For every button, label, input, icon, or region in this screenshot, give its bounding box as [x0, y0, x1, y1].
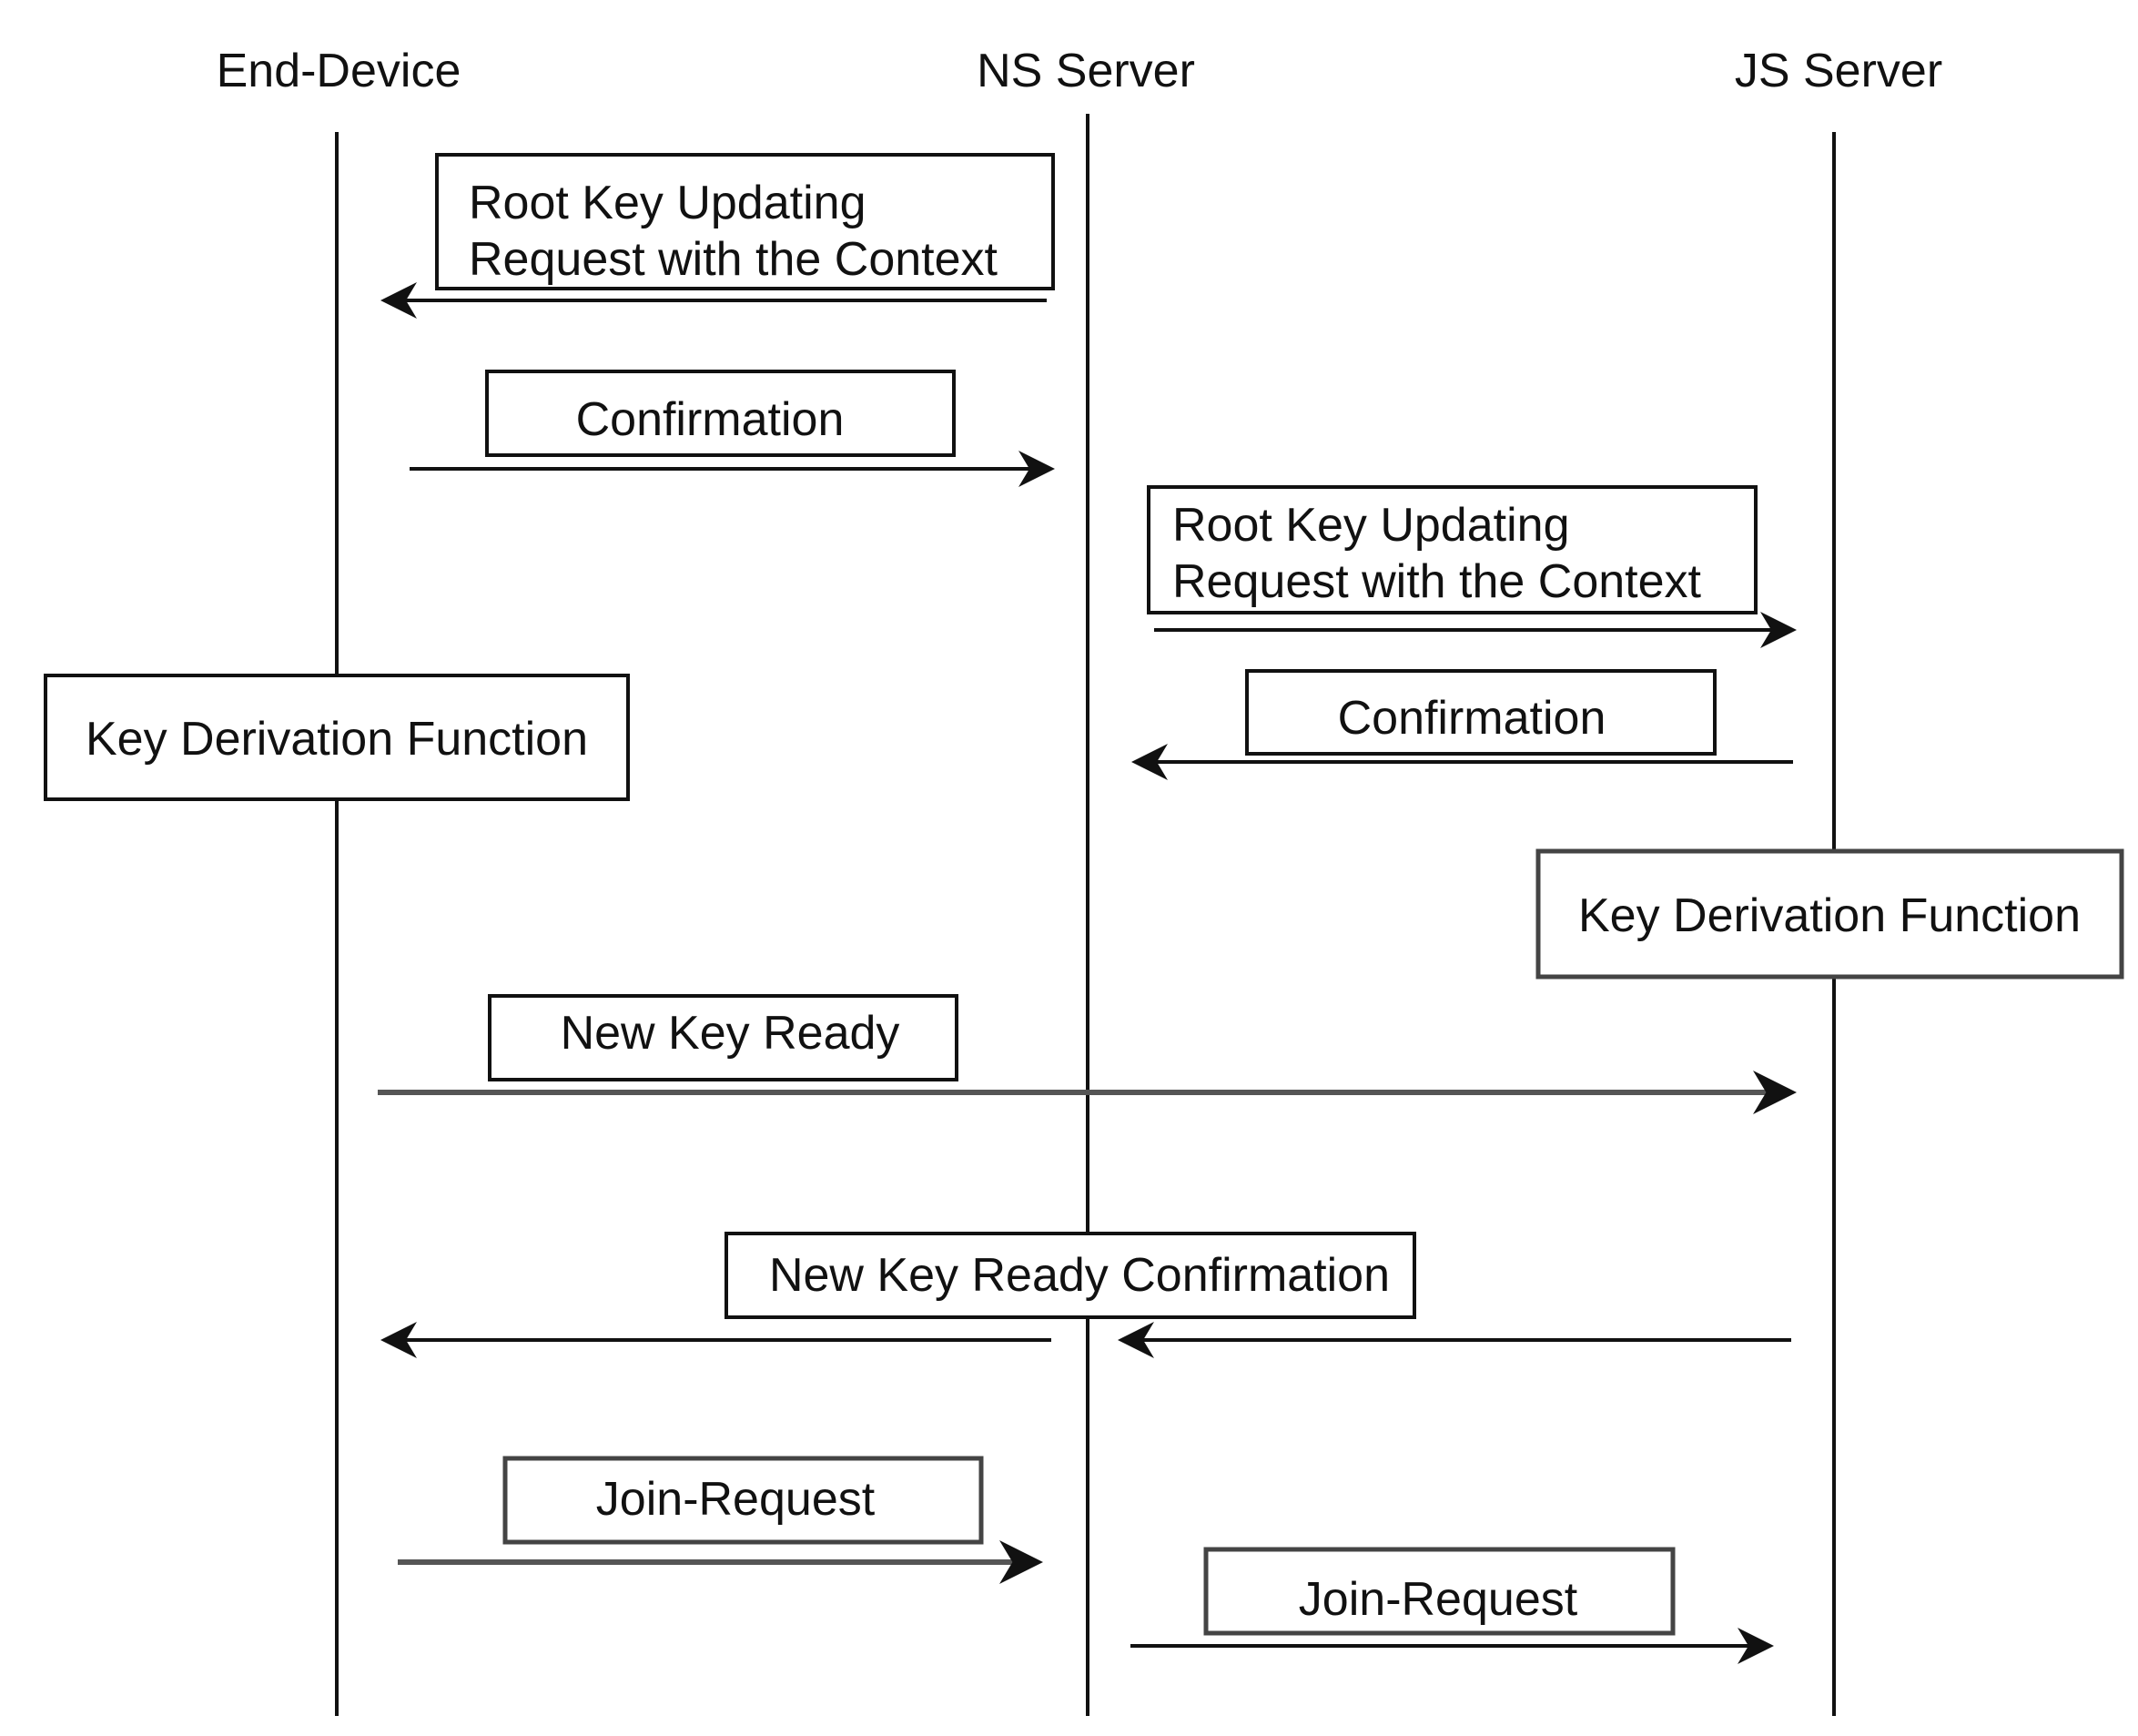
lane-title-end-device: End-Device: [217, 45, 461, 97]
message-label-rk-request-ns-ed-line-2: Request with the Context: [469, 233, 998, 286]
message-label-confirmation-js-ns: Confirmation: [1338, 692, 1606, 745]
message-label-box-confirmation-js-ns: [1245, 669, 1717, 756]
message-label-box-confirmation-ed-ns: [485, 370, 956, 457]
message-label-rk-request-ns-ed: Root Key Updating: [469, 177, 866, 229]
message-label-join-request-ed-ns: Join-Request: [596, 1473, 876, 1526]
message-label-box-join-request-ns-js: [1203, 1547, 1676, 1636]
message-label-box-new-key-ready: [488, 994, 958, 1081]
process-label-kdf-js-server: Key Derivation Function: [1578, 889, 2081, 942]
message-label-rk-request-ns-js: Root Key Updating: [1172, 499, 1570, 552]
message-label-box-rk-request-ns-js: [1147, 485, 1758, 614]
process-box-kdf-js-server: [1535, 848, 2124, 980]
message-label-line-2: Request with the Context: [469, 233, 998, 286]
message-label-new-key-ready: New Key Ready: [561, 1007, 900, 1060]
message-label-box-join-request-ed-ns: [502, 1456, 984, 1545]
lane-title-ns-server: NS Server: [977, 45, 1195, 97]
process-box-kdf-end-device: [44, 674, 630, 801]
process-label-kdf-end-device: Key Derivation Function: [86, 713, 588, 766]
message-label-rk-request-ns-js-line-2: Request with the Context: [1172, 555, 1702, 608]
message-label-box-new-key-ready-confirmation: [724, 1232, 1416, 1319]
message-label-new-key-ready-confirmation: New Key Ready Confirmation: [769, 1249, 1390, 1302]
message-label-line-2: Request with the Context: [1172, 555, 1702, 608]
message-label-join-request-ns-js: Join-Request: [1299, 1573, 1578, 1626]
message-label-line-1: Root Key Updating: [1172, 499, 1570, 552]
message-label-box-rk-request-ns-ed: [435, 153, 1055, 290]
lane-title-js-server: JS Server: [1735, 45, 1942, 97]
message-label-line-1: Root Key Updating: [469, 177, 866, 229]
message-label-confirmation-ed-ns: Confirmation: [576, 393, 845, 446]
